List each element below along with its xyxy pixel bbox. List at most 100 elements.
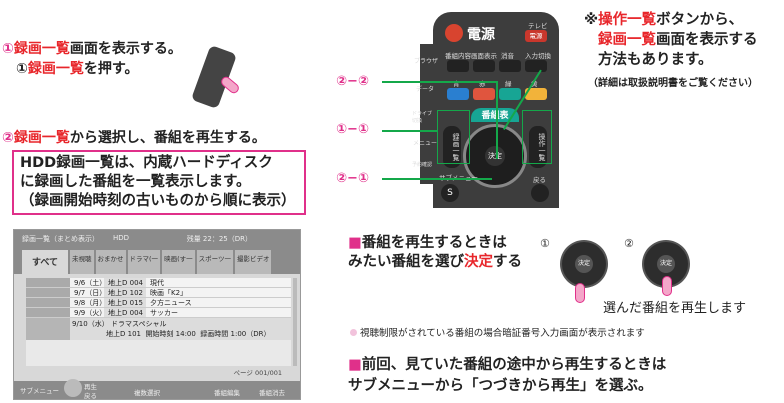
step1-sub: ①録画一覧を押す。 [16,58,138,78]
power-button[interactable] [445,24,463,42]
play-hint: 再生 [84,383,97,391]
browser-label: ブラウザ [414,58,439,65]
rec-list-term: 録画一覧 [13,130,70,146]
row-date: 9/6（土） [74,279,107,287]
red-button[interactable] [473,88,495,100]
ok-term: 決定 [464,254,493,270]
input-button[interactable] [525,60,547,72]
row-channel: 地上D 004 [104,278,146,287]
note-mark: ※ [584,12,599,28]
play-result: 選んだ番組を再生します [603,301,747,316]
op-list-term: 操作一覧 [598,12,657,28]
play-text: する [493,254,522,270]
red-label: 赤 [479,80,486,88]
blue-button[interactable] [447,88,469,100]
step1-heading: ①録画一覧画面を表示する。 [2,38,182,58]
step-number: ② [2,130,14,146]
ok-button-icon: 決定 [575,255,593,273]
callout-line [382,130,437,132]
op-list-button[interactable]: 操作一覧 [529,126,547,168]
row-start: 開始時刻 14:00 [145,330,196,338]
step-num-1: ① [540,237,550,250]
yellow-label: 黄 [531,80,538,88]
note-text: 方法もあります。 [598,52,713,68]
screen-title: 録画一覧（まとめ表示） [22,235,99,243]
selected-row[interactable]: 9/10（水） ドラマスペシャル 地上D 101 開始時刻 14:00 録画時間… [26,318,291,340]
rec-list-button-illustration [190,44,238,110]
program-info-label: 番組内容 [445,52,471,60]
caution: 視聴制限がされている番組の場合暗証番号入力画面が表示されます [350,325,645,339]
tab-sports[interactable]: スポーツ一 [196,250,233,274]
multi-select-hint: 複数選択 [134,389,160,397]
play-text: みたい番組を選び [348,254,464,270]
callout-line [496,81,498,159]
tab-omakase[interactable]: おまかせ [95,250,126,274]
row-title: 現代 [150,279,164,287]
step-number: ① [16,61,28,77]
dpad-illustration-1: 決定 [562,242,606,286]
row-duration: 録画時間 1:00（DR） [200,330,271,338]
green-label: 緑 [505,80,512,88]
submenu-hint: サブメニュー [20,387,59,395]
program-info-button[interactable] [447,60,469,72]
rec-list-button[interactable]: 録画一覧 [443,126,461,168]
step-text: 画面を表示する。 [69,41,182,57]
delete-hint: 番組消去 [259,389,285,397]
step2-heading: ②録画一覧から選択し、番組を再生する。 [2,127,266,147]
guide-button[interactable]: 番組表 [471,108,519,122]
info-line: （録画開始時刻の古いものから順に表示） [20,193,296,209]
green-button[interactable] [499,88,521,100]
side-panel [420,44,434,184]
input-label: 入力切換 [525,52,551,60]
step-text: から選択し、番組を再生する。 [69,130,266,146]
tab-video[interactable]: 撮影ビデオ [234,250,272,274]
reserve-label: 予約確認 [412,162,433,168]
rec-list-term: 録画一覧 [13,41,70,57]
step-num-2: ② [624,237,634,250]
info-box: HDD録画一覧は、内蔵ハードディスク に録画した番組を一覧表示します。 （録画開… [12,150,306,215]
step-text: を押す。 [83,61,139,77]
tv-power-button[interactable]: 電源 [525,30,547,42]
rec-list-term: 録画一覧 [598,32,656,48]
page-indicator: ページ 001/001 [233,369,282,377]
row-title: ドラマスペシャル [110,320,167,328]
remaining-label: 残量 22：25（DR） [186,235,252,243]
step-number: ① [2,41,14,57]
table-row[interactable]: 9/6（土）地上D 004 現代 [26,278,291,288]
mute-label: 消音 [501,52,514,60]
yellow-button[interactable] [525,88,547,100]
resume-heading: ■前回、見ていた番組の途中から再生するときは [348,357,667,373]
tab-unwatched[interactable]: 未視聴 [70,250,94,274]
note: ※操作一覧ボタンから、 録画一覧画面を表示する 方法もあります。 [584,10,758,70]
edit-hint: 番組編集 [214,389,240,397]
tab-all[interactable]: すべて [22,250,69,274]
data-label: データ [416,86,435,93]
mute-button[interactable] [499,60,521,72]
finger-icon [662,276,672,296]
submenu-button[interactable]: S [441,184,459,202]
row-date: 9/9（火） [74,309,107,317]
scrollbar[interactable] [293,278,297,366]
display-button[interactable] [473,60,495,72]
ok-button-icon: 決定 [657,255,675,273]
info-line: HDD録画一覧は、内蔵ハードディスク [20,155,273,171]
tab-drama[interactable]: ドラマ(一 [127,250,161,274]
display-label: 画面表示 [471,52,497,60]
tab-movie[interactable]: 映画(す一 [162,250,195,274]
row-date: 9/8（月） [74,299,107,307]
drive-label: ドライブ切換 [412,111,433,124]
row-channel: 地上D 004 [104,308,146,317]
dpad-icon [64,379,82,397]
play-heading: ■番組を再生するときは [348,235,507,251]
blue-label: 青 [453,80,460,88]
ok-button[interactable]: 決定 [485,146,505,166]
note-text: ボタンから、 [656,12,744,28]
back-button[interactable] [531,184,549,202]
resume-text: サブメニューから「つづきから再生」を選ぶ。 [348,378,653,394]
power-label: 電源 [467,27,495,43]
